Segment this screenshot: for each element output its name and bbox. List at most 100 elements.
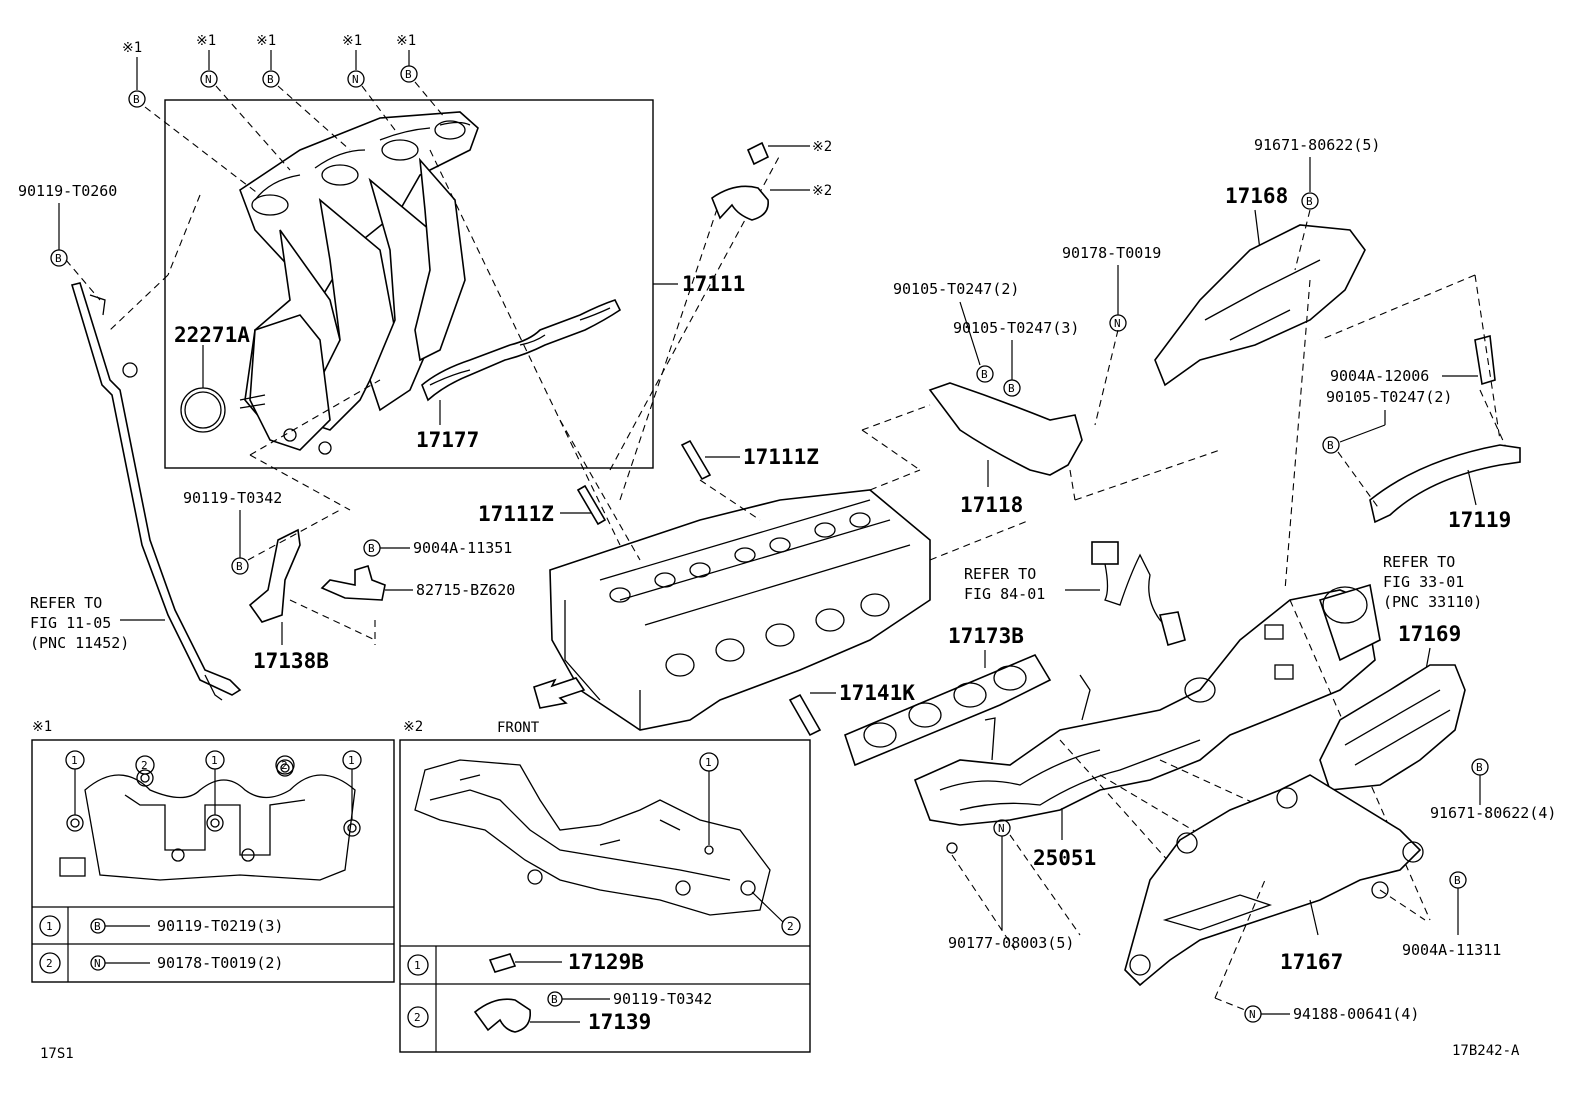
part-label-17141k[interactable]: 17141K [839,681,915,705]
part-label-17173b[interactable]: 17173B [948,624,1024,648]
part-label-9004a-11311[interactable]: 9004A-11311 [1402,941,1501,959]
part-label-17111z-upper[interactable]: 17111Z [743,445,819,469]
b-bolt-icon: B [1471,758,1489,776]
part-label-90177-08003-5[interactable]: 90177-08003(5) [948,934,1074,952]
part-label-90119-t0260[interactable]: 90119-T0260 [18,182,117,200]
legend2-intake-side-drawing [414,759,771,916]
part-label-22271a[interactable]: 22271A [174,323,250,347]
asterisk1-marker: ※1 [196,33,216,49]
bracket-17139-drawing [711,185,769,221]
legend1-callout-2: 2 [135,755,155,775]
footer-right-code: 17B242-A [1452,1043,1520,1059]
stud-17111z-drawing [680,439,712,481]
legend2-row1-marker: 1 [407,954,429,976]
part-label-17119[interactable]: 17119 [1448,508,1511,532]
legend2-row2-part-b[interactable]: 17139 [588,1010,651,1034]
svg-text:2: 2 [46,957,53,970]
part-label-90178-t0019[interactable]: 90178-T0019 [1062,244,1161,262]
refer-fig-84-01-line1[interactable]: REFER TO [964,565,1036,583]
legend1-manifold-flange-drawing [59,759,361,881]
part-label-17169[interactable]: 17169 [1398,622,1461,646]
refer-fig-11-05-line2[interactable]: FIG 11-05 [30,614,111,632]
svg-text:1: 1 [211,754,218,767]
top-callout-markers: ※1 ※1 ※1 ※1 ※1 [122,33,416,90]
svg-text:B: B [133,93,140,106]
svg-text:N: N [1249,1008,1256,1021]
stud-17129b-icon [488,953,517,973]
part-label-9004a-12006[interactable]: 9004A-12006 [1330,367,1429,385]
svg-text:1: 1 [71,754,78,767]
part-label-9004a-11351[interactable]: 9004A-11351 [413,539,512,557]
svg-text:B: B [551,993,558,1006]
part-label-90105-t0247-2b[interactable]: 90105-T0247(2) [1326,388,1452,406]
svg-text:2: 2 [414,1011,421,1024]
part-label-90119-t0342[interactable]: 90119-T0342 [183,489,282,507]
n-nut-icon: N [347,70,365,88]
bracket-17138b-drawing [248,528,301,623]
svg-text:B: B [267,73,274,86]
legend1-callout-1: 1 [205,750,225,770]
legend2-row1-part[interactable]: 17129B [568,950,644,974]
stud-17111z-drawing [576,484,607,526]
n-nut-icon: N [90,955,106,971]
svg-text:2: 2 [787,920,794,933]
refer-fig-33-01-line2[interactable]: FIG 33-01 [1383,573,1464,591]
b-bolt-icon: B [547,991,563,1007]
footer-left-code: 17S1 [40,1046,74,1062]
n-nut-icon: N [1244,1005,1262,1023]
legend2-row2-part-a[interactable]: 90119-T0342 [613,990,712,1008]
refer-fig-33-01-line1[interactable]: REFER TO [1383,553,1455,571]
b-bolt-icon: B [400,65,418,83]
asterisk1-marker: ※1 [256,33,276,49]
front-arrow-icon [533,677,586,709]
b-bolt-icon: B [1003,379,1021,397]
stay-17119-drawing [1369,444,1521,524]
svg-text:1: 1 [414,959,421,972]
legend1-callout-1: 1 [342,750,362,770]
legend1-row1-part[interactable]: 90119-T0219(3) [157,917,283,935]
part-label-17111[interactable]: 17111 [682,272,745,296]
oxygen-sensor-drawing [1091,541,1186,646]
part-label-82715-bz620[interactable]: 82715-BZ620 [416,581,515,599]
stud-9004a-12006-drawing [1474,334,1496,386]
refer-fig-33-01-line3[interactable]: (PNC 33110) [1383,593,1482,611]
part-label-91671-80622-4[interactable]: 91671-80622(4) [1430,804,1556,822]
heat-insulator-17168-drawing [1154,224,1366,387]
refer-fig-11-05-line1[interactable]: REFER TO [30,594,102,612]
part-label-17177[interactable]: 17177 [416,428,479,452]
part-label-91671-80622-5[interactable]: 91671-80622(5) [1254,136,1380,154]
part-label-90105-t0247-2[interactable]: 90105-T0247(2) [893,280,1019,298]
svg-text:B: B [1008,382,1015,395]
n-nut-icon: N [993,819,1011,837]
svg-text:1: 1 [705,756,712,769]
part-label-17111z-lower[interactable]: 17111Z [478,502,554,526]
gasket-22271a-drawing [180,387,226,433]
asterisk2-marker: ※2 [812,183,832,199]
exhaust-manifold-converter-drawing [913,583,1381,854]
legend1-row2-part[interactable]: 90178-T0019(2) [157,954,283,972]
part-label-17168[interactable]: 17168 [1225,184,1288,208]
part-label-17138b[interactable]: 17138B [253,649,329,673]
svg-text:N: N [998,822,1005,835]
part-label-94188-00641-4[interactable]: 94188-00641(4) [1293,1005,1419,1023]
refer-fig-84-01-line2[interactable]: FIG 84-01 [964,585,1045,603]
legend1-box [31,739,395,983]
legend1-row1-marker: 1 [39,915,61,937]
asterisk1-marker: ※1 [396,33,416,49]
b-bolt-icon: B [128,90,146,108]
b-bolt-icon: B [976,365,994,383]
stud-17129b-drawing [746,141,770,166]
svg-text:2: 2 [141,759,148,772]
legend2-box [399,739,811,1053]
refer-fig-11-05-line3[interactable]: (PNC 11452) [30,634,129,652]
svg-text:N: N [205,73,212,86]
exhaust-gasket-17173b-drawing [844,653,1052,767]
b-bolt-icon: B [1449,871,1467,889]
part-label-90105-t0247-3[interactable]: 90105-T0247(3) [953,319,1079,337]
part-label-17167[interactable]: 17167 [1280,950,1343,974]
part-label-17118[interactable]: 17118 [960,493,1023,517]
asterisk1-marker: ※1 [122,40,142,56]
part-label-25051[interactable]: 25051 [1033,846,1096,870]
bracket-82715-drawing [320,564,386,601]
